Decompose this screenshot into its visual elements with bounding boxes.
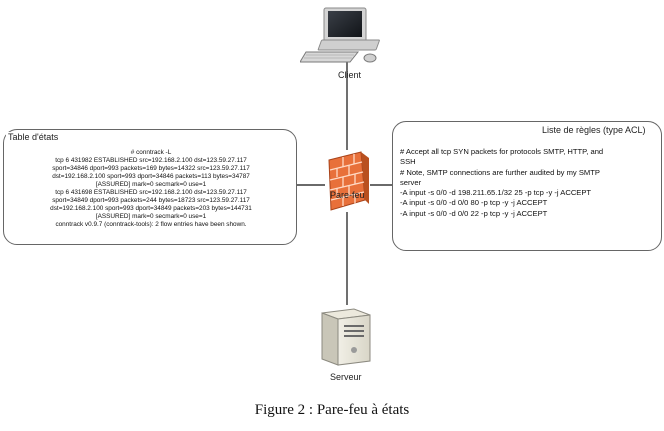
state-line: sport=34846 dport=993 packets=169 bytes=… (52, 165, 250, 173)
firewall-label: Pare-feu (330, 190, 365, 200)
state-line: # conntrack -L (130, 149, 172, 156)
firewall-brick-icon (328, 151, 369, 211)
state-table-panel: # conntrack -L tcp 6 431982 ESTABLISHED … (3, 129, 297, 245)
rule-line: # Accept all tcp SYN packets for protoco… (400, 147, 604, 156)
state-table-title: Table d'états (6, 132, 61, 142)
state-line: tcp 6 431698 ESTABLISHED src=192.168.2.1… (55, 189, 247, 197)
state-line: tcp 6 431982 ESTABLISHED src=192.168.2.1… (55, 157, 247, 165)
rule-line: SSH (400, 157, 416, 167)
server-label: Serveur (330, 372, 362, 382)
state-line: conntrack v0.9.7 (conntrack-tools): 2 fl… (55, 221, 247, 229)
rule-list-panel: # Accept all tcp SYN packets for protoco… (392, 121, 662, 251)
client-label: Client (338, 70, 362, 80)
state-line: dst=192.168.2.100 sport=993 dport=34849 … (50, 205, 252, 213)
server-tower-icon (321, 308, 371, 366)
rule-line: server (400, 177, 422, 187)
rule-list-lines: # Accept all tcp SYN packets for protoco… (400, 147, 654, 219)
rule-line: -A input -s 0/0 -d 0/0 22 -p tcp -y -j A… (400, 208, 548, 218)
rule-line: -A input -s 0/0 -d 0/0 80 -p tcp -y -j A… (400, 198, 548, 208)
state-table-lines: # conntrack -L tcp 6 431982 ESTABLISHED … (12, 149, 290, 229)
rule-list-title: Liste de règles (type ACL) (540, 125, 648, 135)
state-line: sport=34849 dport=993 packets=244 bytes=… (52, 197, 250, 205)
state-line: [ASSURED] mark=0 secmark=0 use=1 (95, 181, 207, 189)
rule-line: -A input -s 0/0 -d 198.211.65.1/32 25 -p… (400, 188, 592, 198)
client-computer-icon (300, 7, 380, 63)
state-line: dst=192.168.2.100 sport=993 dport=34846 … (52, 173, 250, 181)
state-line: [ASSURED] mark=0 secmark=0 use=1 (95, 213, 207, 221)
rule-line: # Note, SMTP connections are further aud… (400, 167, 600, 177)
figure-caption: Figure 2 : Pare-feu à états (254, 402, 410, 418)
